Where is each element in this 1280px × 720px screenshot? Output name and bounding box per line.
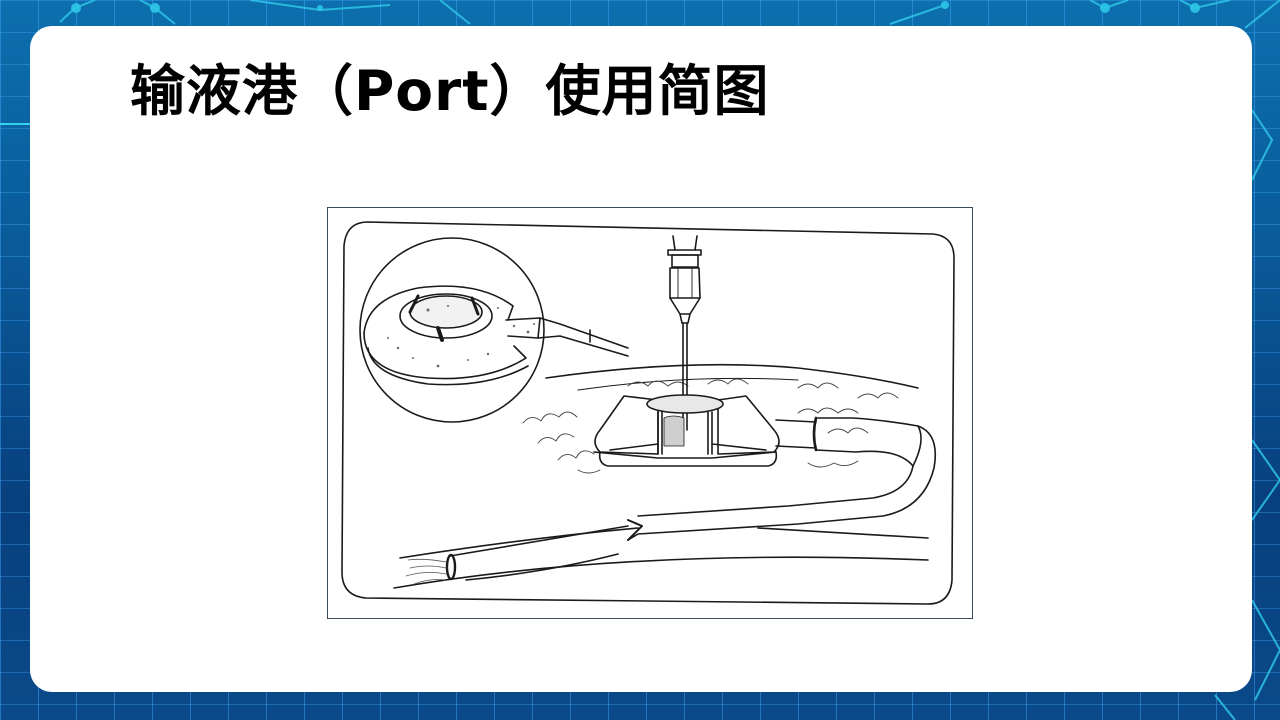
diagram-frame — [341, 221, 955, 605]
port-diagram-drawing — [341, 221, 955, 605]
fat-tissue — [522, 378, 899, 474]
slide-title: 输液港（Port）使用简图 — [130, 59, 770, 123]
vein — [393, 525, 929, 589]
port-diagram-figure — [327, 207, 973, 619]
slide-card: 输液港（Port）使用简图 — [30, 26, 1252, 692]
inset-shading — [387, 305, 535, 368]
skin-layer — [545, 363, 919, 389]
catheter-tube — [627, 416, 937, 541]
port-reservoir — [593, 394, 780, 467]
port-exterior-inset — [359, 237, 629, 423]
blood-flow — [405, 558, 447, 585]
